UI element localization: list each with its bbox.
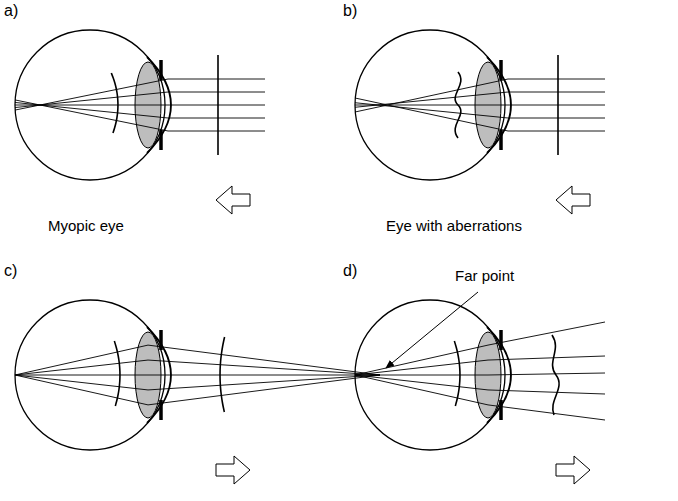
light-ray [15, 375, 380, 405]
direction-arrow [556, 456, 590, 484]
eye-figure [355, 300, 605, 484]
light-ray [15, 345, 380, 375]
leader-line [386, 292, 478, 368]
iris [159, 60, 163, 80]
eye-figure [355, 30, 605, 214]
wavefront [220, 337, 225, 412]
wavefront [111, 73, 118, 133]
iris [499, 400, 503, 420]
light-ray [15, 375, 380, 376]
light-ray [355, 103, 605, 118]
iris [499, 330, 503, 350]
light-ray [355, 105, 605, 106]
light-ray [355, 92, 605, 107]
panel-letter: d) [343, 262, 357, 280]
light-ray [355, 356, 605, 375]
wavefront [552, 335, 559, 415]
light-ray [15, 360, 380, 375]
direction-arrow [216, 456, 250, 484]
panel-letter: a) [4, 2, 18, 20]
eye-figure [15, 300, 380, 484]
direction-arrow [556, 186, 590, 214]
light-ray [355, 373, 605, 375]
light-ray [15, 79, 265, 110]
wavefront [114, 341, 120, 406]
eye-figure [15, 30, 265, 214]
light-ray [355, 375, 605, 394]
light-ray [15, 100, 265, 131]
light-ray [355, 79, 605, 112]
panel-letter: c) [4, 262, 17, 280]
light-ray [355, 375, 605, 420]
iris [499, 130, 503, 150]
light-ray [15, 92, 265, 108]
wavefront [557, 55, 559, 155]
wavefront [454, 341, 460, 406]
iris [159, 130, 163, 150]
panel-caption: Eye with aberrations [386, 218, 522, 235]
wavefront [455, 72, 461, 138]
light-ray [15, 105, 265, 106]
light-ray [15, 102, 265, 118]
light-ray [355, 322, 605, 375]
panel-letter: b) [343, 2, 357, 20]
callout-label: Far point [455, 268, 514, 285]
iris [499, 60, 503, 80]
direction-arrow [216, 186, 250, 214]
wavefront [217, 55, 219, 155]
light-ray [355, 98, 605, 131]
panel-caption: Myopic eye [48, 218, 124, 235]
